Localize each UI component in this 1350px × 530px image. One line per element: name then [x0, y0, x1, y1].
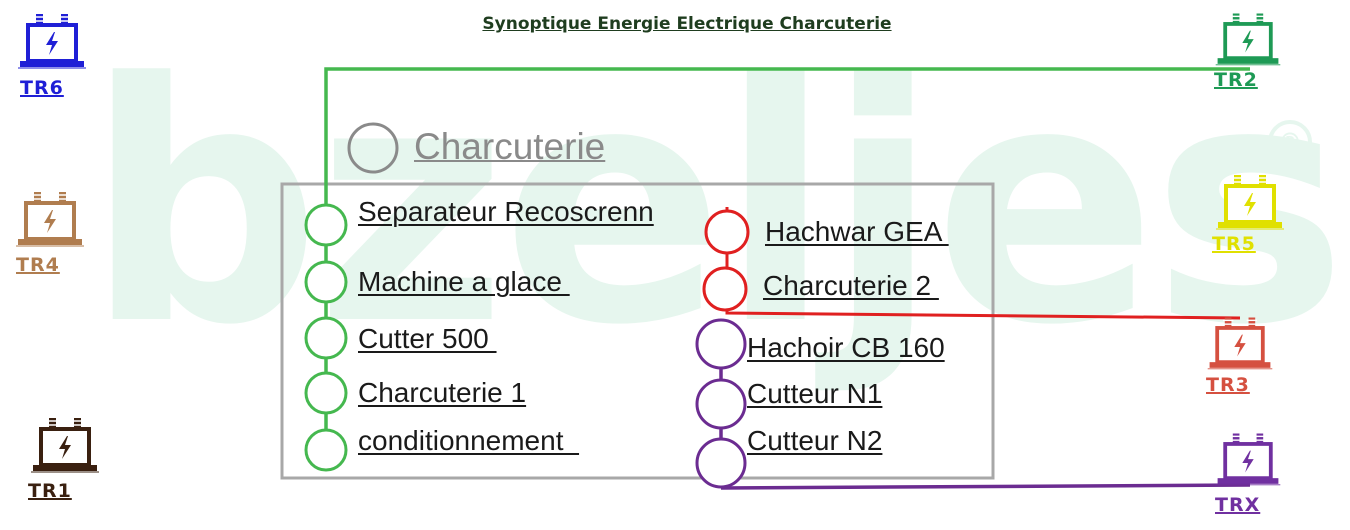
- feeder-label-cutteur-n1: Cutteur N1: [747, 378, 883, 409]
- transformer-label-trx: TRX: [1215, 494, 1261, 516]
- transformer-trx-icon[interactable]: [1215, 433, 1281, 486]
- feeder-label-conditionnement: conditionnement: [358, 425, 580, 456]
- watermark: bzeljes: [85, 13, 1348, 397]
- purple-bus-line: [720, 483, 1251, 490]
- transformer-tr6-icon[interactable]: [18, 14, 86, 69]
- group-title: Charcuterie: [414, 126, 606, 167]
- feeder-node-cutter-500[interactable]: [304, 316, 348, 360]
- transformer-tr1-icon[interactable]: [31, 418, 99, 473]
- feeder-label-separateur: Separateur Recoscrenn: [358, 196, 654, 227]
- transformer-label-tr1: TR1: [28, 480, 72, 502]
- green-bus-line: [324, 67, 1250, 205]
- group-box: [280, 182, 995, 480]
- registered-mark: ®: [1268, 120, 1312, 164]
- transformer-tr4-icon[interactable]: [16, 192, 84, 247]
- group-status-circle: [347, 122, 399, 174]
- feeder-node-cutteur-n2[interactable]: [695, 437, 747, 489]
- feeder-label-cutter-500: Cutter 500: [358, 323, 497, 354]
- transformer-label-tr2: TR2: [1214, 69, 1258, 91]
- transformer-label-tr5: TR5: [1212, 233, 1256, 255]
- diagram-title: Synoptique Energie Electrique Charcuteri…: [482, 14, 892, 34]
- transformer-tr5-icon[interactable]: [1216, 175, 1284, 230]
- transformer-label-tr6: TR6: [20, 77, 64, 99]
- feeder-label-charcuterie-2: Charcuterie 2: [763, 270, 939, 301]
- feeder-node-charcuterie-2[interactable]: [702, 266, 748, 312]
- feeder-node-hachoir-cb-160[interactable]: [695, 318, 747, 370]
- feeder-node-cutteur-n1[interactable]: [695, 378, 747, 430]
- feeder-label-hachoir-cb-160: Hachoir CB 160: [747, 332, 945, 363]
- feeder-label-hachwar-gea: Hachwar GEA: [765, 216, 949, 247]
- transformer-tr2-icon[interactable]: [1215, 13, 1281, 66]
- feeder-label-machine-glace: Machine a glace: [358, 266, 570, 297]
- feeder-node-separateur[interactable]: [304, 203, 348, 247]
- transformer-label-tr4: TR4: [16, 254, 60, 276]
- feeder-node-conditionnement[interactable]: [304, 428, 348, 472]
- feeder-node-hachwar-gea[interactable]: [704, 209, 750, 255]
- feeder-node-machine-glace[interactable]: [304, 260, 348, 304]
- feeder-label-charcuterie-1: Charcuterie 1: [358, 377, 527, 408]
- feeder-node-charcuterie-1[interactable]: [304, 371, 348, 415]
- transformer-tr3-icon[interactable]: [1207, 317, 1273, 370]
- feeder-label-cutteur-n2: Cutteur N2: [747, 425, 883, 456]
- transformer-label-tr3: TR3: [1206, 374, 1250, 396]
